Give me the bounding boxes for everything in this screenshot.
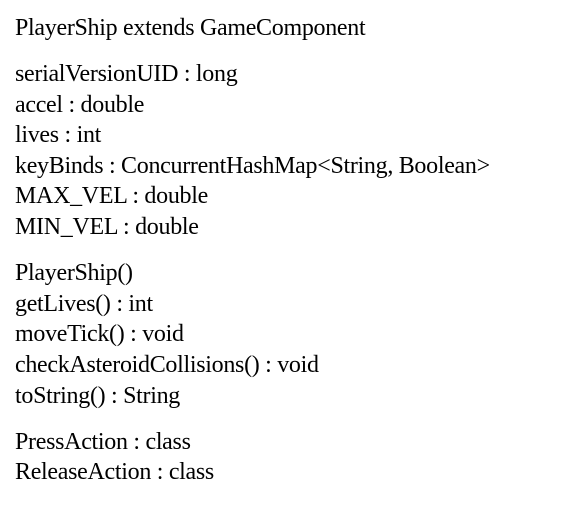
method-to-string: toString() : String — [15, 383, 180, 409]
field-min-vel: MIN_VEL : double — [15, 214, 199, 240]
class-name: PlayerShip extends GameComponent — [15, 15, 366, 41]
method-constructor: PlayerShip() — [15, 260, 133, 286]
field-serial-version-uid: serialVersionUID : long — [15, 61, 238, 87]
method-move-tick: moveTick() : void — [15, 321, 184, 347]
field-lives: lives : int — [15, 122, 102, 148]
inner-class-press-action: PressAction : class — [15, 429, 191, 455]
method-check-asteroid-collisions: checkAsteroidCollisions() : void — [15, 352, 319, 378]
method-get-lives: getLives() : int — [15, 291, 153, 317]
field-max-vel: MAX_VEL : double — [15, 183, 208, 209]
field-accel: accel : double — [15, 92, 145, 118]
inner-class-release-action: ReleaseAction : class — [15, 459, 214, 485]
field-key-binds: keyBinds : ConcurrentHashMap<String, Boo… — [15, 153, 490, 179]
